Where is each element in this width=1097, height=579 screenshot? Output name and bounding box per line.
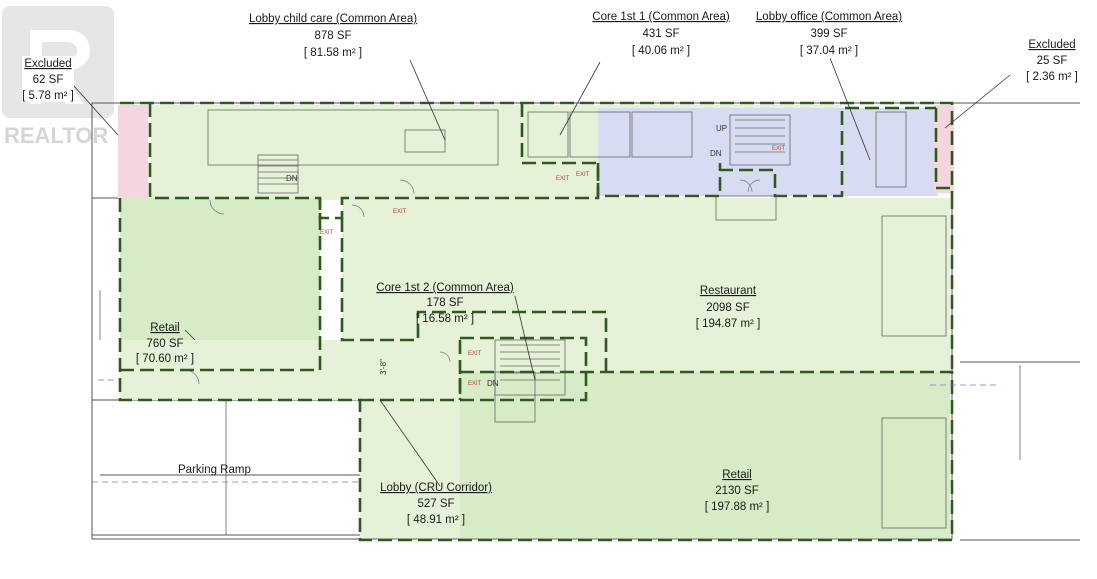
area-sf: 878 SF [314,30,351,42]
exit-label-4: EXIT [556,176,570,182]
area-name: Restaurant [700,285,757,297]
property-lines [92,379,1000,483]
area-m2: [ 197.88 m² ] [705,501,770,513]
area-m2: [ 194.87 m² ] [696,318,761,330]
area-label-core-1st-1: Core 1st 1 (Common Area) 431 SF [ 40.06 … [586,8,736,58]
area-label-lobby-cru: Lobby (CRU Corridor) 527 SF [ 48.91 m² ] [380,482,492,526]
dimension-label: 3'-8" [379,359,388,375]
lobby-cru-fill [360,398,460,538]
area-m2: [ 5.78 m² ] [22,90,74,102]
parking-ramp-label: Parking Ramp [178,464,251,476]
area-label-lobby-child-care: Lobby child care (Common Area) 878 SF [ … [244,10,424,60]
corridor-fill [520,163,600,198]
dn-label-child-care: DN [286,174,298,183]
area-sf: 62 SF [33,74,64,86]
area-name: Excluded [24,58,71,70]
exit-label-7: EXIT [468,381,482,387]
watermark-text: REALTOR [4,123,108,148]
interior-walls [99,109,1021,535]
area-sf: 431 SF [642,28,679,40]
area-m2: [ 40.06 m² ] [632,45,690,57]
dn-label-core2: DN [487,379,499,388]
area-sf: 527 SF [417,498,454,510]
area-name: Core 1st 1 (Common Area) [592,11,730,23]
area-name: Retail [150,322,179,334]
exit-label-2: EXIT [320,230,334,236]
area-label-retail-left: Retail 760 SF [ 70.60 m² ] [136,322,194,365]
area-sf: 2130 SF [715,485,758,497]
exit-label-5: EXIT [576,172,590,178]
leader-lines [64,57,1011,487]
lobby-child-care-fill [150,105,522,200]
area-boundaries [118,101,954,542]
exit-label-6: EXIT [468,351,482,357]
dn-label-core1: DN [710,149,722,158]
area-label-retail-right: Retail 2130 SF [ 197.88 m² ] [705,469,770,513]
area-name: Lobby (CRU Corridor) [380,482,492,494]
area-name: Excluded [1028,39,1075,51]
retail-right-fill [460,372,950,538]
area-label-excluded-left: Excluded 62 SF [ 5.78 m² ] [22,56,74,102]
area-m2: [ 37.04 m² ] [800,45,858,57]
exit-label-3: EXIT [772,146,786,152]
excluded-right-fill [934,105,954,193]
area-name: Lobby office (Common Area) [756,11,902,23]
area-sf: 399 SF [810,28,847,40]
area-label-excluded-right: Excluded 25 SF [ 2.36 m² ] [1024,36,1082,84]
area-m2: [ 48.91 m² ] [407,514,465,526]
area-sf: 2098 SF [706,302,749,314]
excluded-left-fill [118,105,148,200]
area-name: Lobby child care (Common Area) [249,13,417,25]
area-sf: 25 SF [1037,55,1068,67]
area-sf: 178 SF [426,297,463,309]
area-sf: 760 SF [146,338,183,350]
exit-label-1: EXIT [393,209,407,215]
area-m2: [ 16.58 m² ] [416,313,474,325]
area-name: Retail [722,469,751,481]
area-m2: [ 2.36 m² ] [1026,71,1078,83]
door-swings [184,179,761,385]
area-label-restaurant: Restaurant 2098 SF [ 194.87 m² ] [696,285,761,330]
area-m2: [ 70.60 m² ] [136,353,194,365]
area-name: Core 1st 2 (Common Area) [376,282,514,294]
area-label-core-1st-2: Core 1st 2 (Common Area) 178 SF [ 16.58 … [376,282,514,325]
annotations: UP DN DN DN EXIT EXIT EXIT EXIT EXIT EXI… [178,124,786,476]
area-m2: [ 81.58 m² ] [304,47,362,59]
up-label: UP [716,124,727,133]
area-label-lobby-office: Lobby office (Common Area) 399 SF [ 37.0… [748,8,910,58]
